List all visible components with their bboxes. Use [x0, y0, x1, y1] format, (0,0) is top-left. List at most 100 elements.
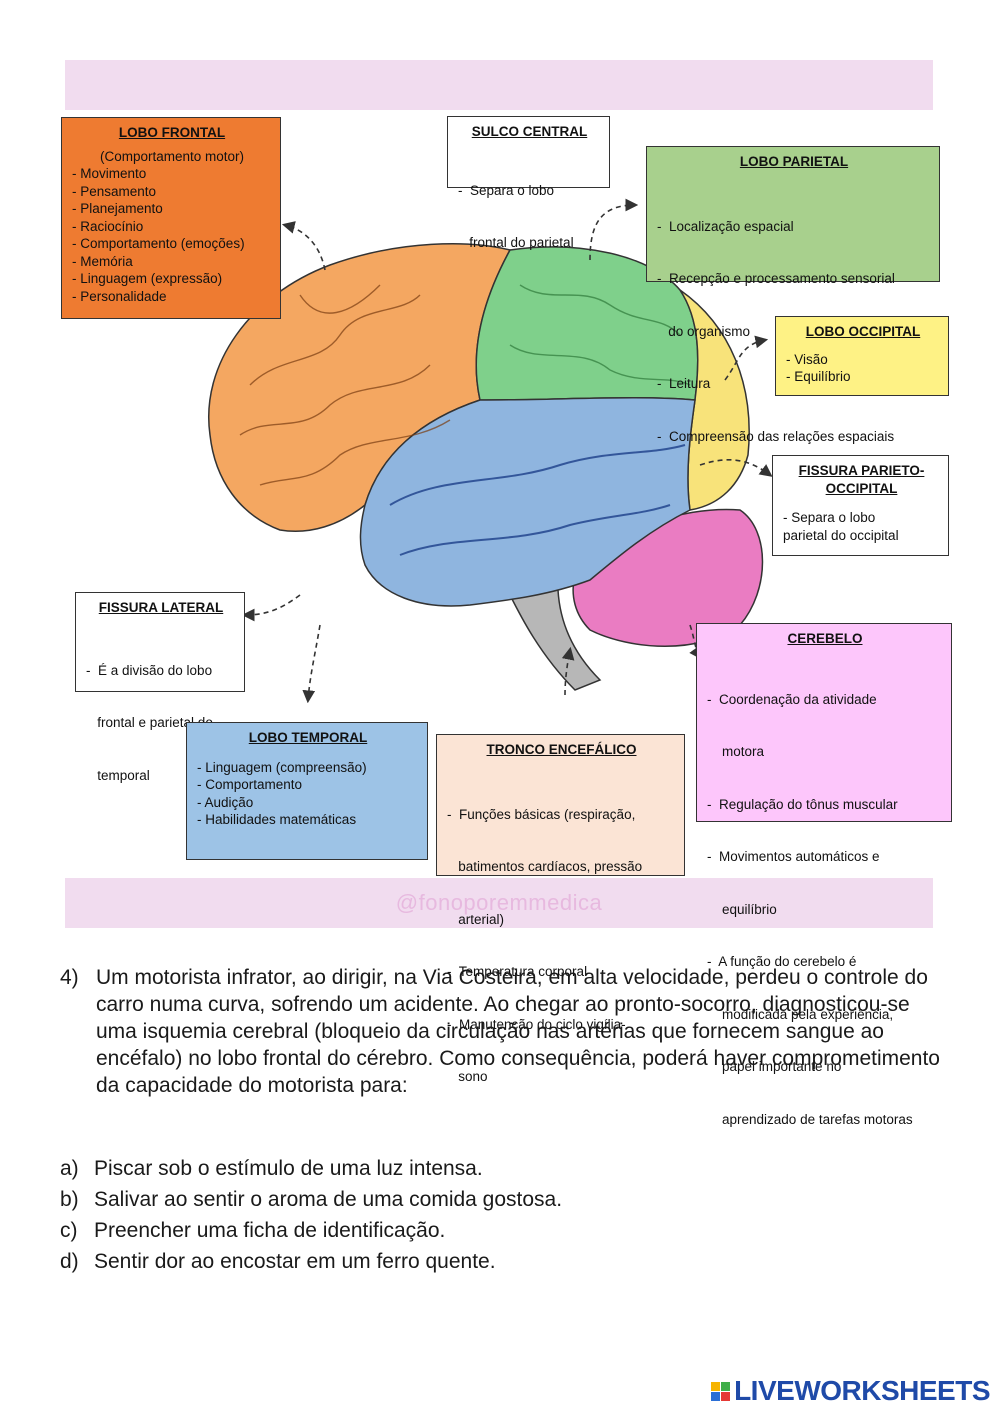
option-letter: c) [60, 1219, 78, 1242]
list-item: - Personalidade [72, 288, 167, 304]
logo-square [711, 1391, 721, 1401]
frontal-lobe-title: LOBO FRONTAL [118, 125, 226, 140]
list-item: - A função do cerebelo é [707, 954, 857, 969]
list-item: - Temperatura corporal [447, 964, 588, 979]
list-item: - Memória [72, 253, 133, 269]
list-item: do organismo [657, 323, 751, 339]
occipital-lobe-title: LOBO OCCIPITAL [805, 324, 921, 339]
list-item: - Linguagem (compreensão) [197, 759, 367, 775]
header-band [65, 60, 933, 110]
logo-square [711, 1381, 721, 1391]
list-item: - Habilidades matemáticas [197, 812, 357, 827]
frontal-gyri [239, 284, 451, 486]
lateral-fissure-title: FISSURA LATERAL [98, 600, 224, 615]
liveworksheets-logo: LIVEWORKSHEETS [711, 1375, 990, 1407]
list-item: frontal do parietal [458, 235, 574, 250]
list-item: - Regulação do tônus muscular [707, 796, 898, 812]
list-item: equilíbrio [707, 901, 777, 917]
list-item: motora [707, 744, 765, 759]
occipital-lobe-list: - Visão - Equilíbrio [786, 351, 940, 386]
parietal-lobe-list: - Localização espacial - Recepção e proc… [657, 183, 931, 481]
option-text: Piscar sob o estímulo de uma luz intensa… [94, 1157, 483, 1180]
cerebellum-list: - Coordenação da atividade motora - Regu… [707, 656, 943, 1164]
logo-square [721, 1381, 731, 1391]
parietal-gyri [509, 284, 691, 386]
pointer-arrows [241, 198, 773, 704]
list-item: - Visão [786, 351, 828, 367]
temporal-lobe-title: LOBO TEMPORAL [248, 730, 368, 745]
brain-illustration [208, 198, 773, 704]
list-item: - Equilíbrio [786, 369, 851, 384]
brainstem-title: TRONCO ENCEFÁLICO [486, 742, 637, 757]
frontal-lobe-card: LOBO FRONTAL (Comportamento motor) - Mov… [61, 117, 281, 319]
frontal-lobe-subtitle: (Comportamento motor) [99, 148, 245, 164]
list-item: - Separa o lobo [783, 510, 876, 525]
liveworksheets-icon [711, 1381, 731, 1401]
central-sulcus-card: SULCO CENTRAL - Separa o lobo frontal do… [447, 116, 610, 250]
list-item: - Comportamento (emoções) [72, 236, 245, 251]
list-item: - Movimentos automáticos e [707, 849, 880, 864]
cerebellum-card: CEREBELO - Coordenação da atividade moto… [696, 623, 952, 1127]
list-item: - Planejamento [72, 201, 163, 216]
temporal-lobe-list: - Linguagem (compreensão) - Comportament… [197, 759, 419, 829]
list-item: - É a divisão do lobo [86, 662, 213, 678]
list-item: aprendizado de tarefas motoras [707, 1111, 913, 1127]
watermark-text: @fonoporemmedica [395, 890, 603, 915]
option-d[interactable]: d) Sentir dor ao encostar em um ferro que… [60, 1246, 940, 1277]
brainstem-shape [508, 589, 602, 691]
option-letter: a) [60, 1157, 79, 1180]
question-text: Um motorista infrator, ao dirigir, na Vi… [96, 966, 940, 1097]
list-item: - Separa o lobo [458, 182, 555, 198]
logo-square [721, 1391, 731, 1401]
lateral-fissure-card: FISSURA LATERAL - É a divisão do lobo fr… [75, 592, 245, 783]
central-sulcus-title: SULCO CENTRAL [471, 124, 588, 139]
list-item: batimentos cardíacos, pressão [447, 859, 643, 874]
question-number: 4) [60, 966, 79, 989]
list-item: - Manutenção do ciclo vigília- [447, 1016, 626, 1032]
list-item: sono [447, 1069, 488, 1084]
list-item: - Movimento [72, 166, 147, 181]
list-item: - Localização espacial [657, 218, 794, 234]
option-text: Sentir dor ao encostar em um ferro quent… [94, 1250, 496, 1273]
option-b[interactable]: b) Salivar ao sentir o aroma de uma comid… [60, 1184, 940, 1215]
central-sulcus-list: - Separa o lobo frontal do parietal [458, 147, 601, 287]
list-item: - Audição [197, 794, 254, 810]
list-item: - Recepção e processamento sensorial [657, 271, 895, 286]
option-text: Salivar ao sentir o aroma de uma comida … [94, 1188, 563, 1211]
list-item: - Coordenação da atividade [707, 691, 877, 707]
answer-options: a) Piscar sob o estímulo de uma luz inten… [60, 1153, 940, 1277]
list-item: - Leitura [657, 376, 711, 391]
option-letter: b) [60, 1188, 79, 1211]
parieto-occipital-fissure-title: FISSURA PARIETO-OCCIPITAL [798, 463, 925, 496]
list-item: arterial) [447, 911, 505, 927]
occipital-lobe-card: LOBO OCCIPITAL - Visão - Equilíbrio [775, 316, 949, 396]
question-text-block: 4) Um motorista infrator, ao dirigir, na … [60, 964, 940, 1099]
list-item: papel importante no [707, 1059, 842, 1074]
liveworksheets-wordmark: LIVEWORKSHEETS [734, 1375, 990, 1406]
parieto-occipital-fissure-card: FISSURA PARIETO-OCCIPITAL - Separa o lob… [772, 455, 949, 556]
list-item: - Compreensão das relações espaciais [657, 428, 895, 444]
option-text: Preencher uma ficha de identificação. [94, 1219, 446, 1242]
frontal-lobe-list: - Movimento - Pensamento - Planejamento … [72, 165, 272, 305]
list-item: - Pensamento [72, 183, 157, 199]
footer-band: @fonoporemmedica [65, 878, 933, 928]
temporal-lobe-card: LOBO TEMPORAL - Linguagem (compreensão) … [186, 722, 428, 860]
list-item: - Linguagem (expressão) [72, 271, 223, 286]
parietal-lobe-card: LOBO PARIETAL - Localização espacial - R… [646, 146, 940, 444]
option-letter: d) [60, 1250, 79, 1273]
temporal-lobe-shape [359, 397, 696, 607]
brainstem-list: - Funções básicas (respiração, batimento… [447, 771, 676, 1121]
option-c[interactable]: c) Preencher uma ficha de identificação. [60, 1215, 940, 1246]
lateral-fissure-list: - É a divisão do lobo frontal e parietal… [86, 627, 236, 820]
question-block: 4) Um motorista infrator, ao dirigir, na … [60, 964, 940, 1099]
list-item: modificada pela experiência, [707, 1006, 894, 1022]
option-a[interactable]: a) Piscar sob o estímulo de uma luz inten… [60, 1153, 940, 1184]
parieto-occipital-fissure-list: - Separa o lobo parietal do occipital [783, 509, 940, 544]
list-item: - Comportamento [197, 777, 303, 792]
temporal-gyri [389, 444, 686, 556]
list-item: parietal do occipital [783, 527, 899, 543]
list-item: - Raciocínio [72, 218, 144, 234]
list-item: temporal [86, 767, 150, 783]
occipital-lobe-shape [679, 289, 750, 511]
cerebellum-title: CEREBELO [787, 631, 863, 646]
